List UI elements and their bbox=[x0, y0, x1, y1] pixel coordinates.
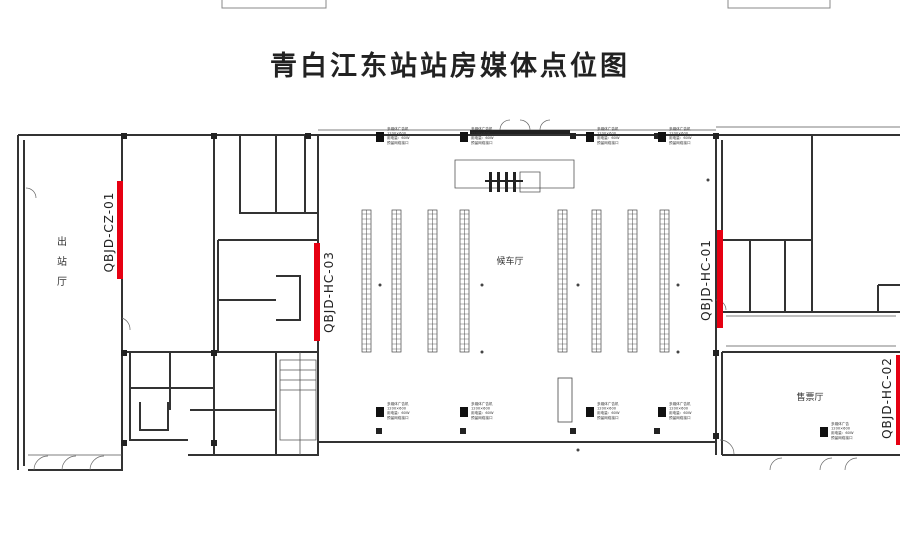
top-gates bbox=[470, 130, 570, 134]
media-code: QBJD-HC-03 bbox=[322, 251, 336, 333]
ad-spec-line: 预留网络接口 bbox=[597, 415, 619, 420]
ad-spec-line: 多媒体广告机 bbox=[669, 401, 691, 406]
ad-spec-line: 预留网络接口 bbox=[387, 140, 409, 145]
media-point-cz-01[interactable]: QBJD-CZ-01 bbox=[102, 181, 123, 279]
ad-screen-icon bbox=[820, 427, 828, 437]
ad-spec-line: 预留网络接口 bbox=[597, 140, 619, 145]
walls bbox=[17, 134, 900, 471]
service-desk bbox=[557, 377, 573, 423]
doors bbox=[25, 119, 858, 471]
ad-spec-line: 用电量：60W bbox=[669, 135, 692, 140]
seating-rows bbox=[361, 209, 670, 353]
ad-spec-line: 预留网络接口 bbox=[669, 415, 691, 420]
ad-screen-icon bbox=[658, 132, 666, 142]
ad-spec-line: 预留网络接口 bbox=[471, 415, 493, 420]
media-code: QBJD-HC-01 bbox=[699, 239, 713, 321]
ad-spec-line: 1200×600 bbox=[597, 407, 617, 411]
ad-spec-line: 多媒体广告机 bbox=[669, 126, 691, 131]
ad-spec-line: 1200×600 bbox=[669, 407, 689, 411]
ad-screen-icon bbox=[586, 132, 594, 142]
ad-spec-line: 1200×600 bbox=[387, 407, 407, 411]
media-marker bbox=[896, 355, 900, 445]
ad-spec-line: 用电量：60W bbox=[597, 410, 620, 415]
ad-screen-icon bbox=[460, 407, 468, 417]
room-label-ticket-hall: 售票厅 bbox=[796, 391, 823, 403]
ad-spec-line: 1200×600 bbox=[831, 427, 851, 431]
ad-screen-icon bbox=[376, 407, 384, 417]
ad-spec-line: 预留网络接口 bbox=[831, 435, 853, 440]
ad-spec-line: 1200×600 bbox=[471, 407, 491, 411]
media-point-hc-03[interactable]: QBJD-HC-03 bbox=[314, 243, 336, 341]
ad-spec-line: 用电量：60W bbox=[471, 410, 494, 415]
media-marker bbox=[117, 181, 123, 279]
ad-spec-line: 多媒体广告 bbox=[831, 421, 849, 426]
ad-spec-line: 1200×600 bbox=[597, 132, 617, 136]
ad-spec-line: 用电量：60W bbox=[597, 135, 620, 140]
media-code: QBJD-HC-02 bbox=[880, 357, 894, 439]
media-marker bbox=[314, 243, 320, 341]
ticket-gates bbox=[485, 172, 523, 192]
ad-spec-line: 用电量：60W bbox=[387, 410, 410, 415]
ad-spec-line: 预留网络接口 bbox=[387, 415, 409, 420]
diagram-title: 青白江东站站房媒体点位图 bbox=[270, 51, 630, 82]
ad-screen-icon bbox=[586, 407, 594, 417]
columns bbox=[121, 133, 719, 446]
ad-spec-line: 用电量：60W bbox=[831, 430, 854, 435]
ad-spec-line: 多媒体广告机 bbox=[387, 401, 409, 406]
inner-lines bbox=[28, 126, 900, 456]
media-marker bbox=[717, 230, 723, 328]
room-label-waiting-hall: 候车厅 bbox=[496, 255, 523, 267]
ad-spec-line: 多媒体广告机 bbox=[597, 126, 619, 131]
ad-spec-line: 1200×600 bbox=[669, 132, 689, 136]
ad-spec-line: 多媒体广告机 bbox=[597, 401, 619, 406]
ad-spec-line: 多媒体广告机 bbox=[471, 401, 493, 406]
hall-dots bbox=[378, 178, 710, 452]
top-frame-marks bbox=[221, 0, 831, 9]
room-label-exit-hall: 出站厅 bbox=[57, 235, 67, 288]
ad-spec-line: 用电量：60W bbox=[471, 135, 494, 140]
ad-screen-icon bbox=[376, 132, 384, 142]
ad-spec-line: 1200×600 bbox=[471, 132, 491, 136]
ad-spec-line: 1200×600 bbox=[387, 132, 407, 136]
media-point-hc-01[interactable]: QBJD-HC-01 bbox=[699, 230, 723, 328]
ad-spec-line: 用电量：60W bbox=[669, 410, 692, 415]
ad-screen-icon bbox=[460, 132, 468, 142]
ad-spec-line: 多媒体广告机 bbox=[471, 126, 493, 131]
media-code: QBJD-CZ-01 bbox=[102, 192, 116, 273]
ad-spec-line: 多媒体广告机 bbox=[387, 126, 409, 131]
ad-spec-line: 预留网络接口 bbox=[669, 140, 691, 145]
ad-spec-line: 预留网络接口 bbox=[471, 140, 493, 145]
ad-spec-line: 用电量：60W bbox=[387, 135, 410, 140]
ad-screen-icon bbox=[658, 407, 666, 417]
media-point-hc-02[interactable]: QBJD-HC-02 bbox=[880, 355, 900, 445]
ad-units: 多媒体广告机1200×600用电量：60W预留网络接口多媒体广告机1200×60… bbox=[376, 126, 854, 440]
